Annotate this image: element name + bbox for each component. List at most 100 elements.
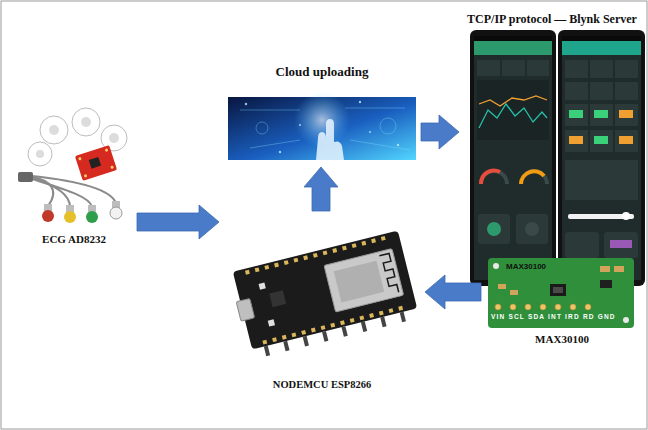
phone-screenshot-part-part xyxy=(590,104,613,126)
nodemcu-board-part xyxy=(334,261,384,303)
nodemcu-board-part-part xyxy=(255,267,260,272)
nodemcu-board-part xyxy=(324,249,404,313)
ecg-sensor-picture xyxy=(18,108,127,223)
phone-screenshot-part-part xyxy=(590,60,613,78)
nodemcu-board-part xyxy=(245,236,403,345)
max30100-board-part-part xyxy=(510,304,516,310)
nodemcu-board-part xyxy=(379,253,398,294)
node-title: TCP/IP protocol — Blynk Server xyxy=(467,12,637,26)
ecg-board xyxy=(75,145,117,181)
phone-screenshot-part xyxy=(477,80,549,140)
phone-screenshot-part xyxy=(562,36,641,280)
max30100-board-part xyxy=(600,266,610,272)
ecg-board-part xyxy=(89,157,101,169)
phone-screenshot-part xyxy=(481,171,507,184)
nodemcu-board-part-part xyxy=(321,325,326,330)
phone-screenshot-part-part xyxy=(615,104,638,126)
phone-screenshot-part xyxy=(516,214,548,244)
max30100-board-part xyxy=(600,280,612,288)
nodemcu-board-part-part xyxy=(352,243,357,248)
hand xyxy=(316,119,344,160)
max30100-board-part xyxy=(495,304,591,310)
nodemcu-board-part-part xyxy=(400,312,406,323)
phone-screenshot-part-part xyxy=(569,136,583,144)
nodemcu-board-part-part xyxy=(311,328,316,333)
nodemcu-board-part-part xyxy=(274,263,279,268)
max30100-board-part-part xyxy=(495,304,501,310)
nodemcu-board-part-part xyxy=(361,241,366,246)
phone-screenshot-part xyxy=(474,41,552,55)
electrode-snap xyxy=(42,201,122,223)
nodemcu-board-part-part xyxy=(359,315,364,320)
phone-screenshot-part-part xyxy=(619,136,633,144)
max30100-board-part xyxy=(550,284,566,296)
phone-screenshot-part-part xyxy=(590,82,613,100)
phone-screenshot-part-part xyxy=(569,110,583,118)
phone-screenshot-part xyxy=(477,60,500,76)
max30100-board-part-part xyxy=(540,304,546,310)
flow-arrow xyxy=(425,275,481,309)
nodemcu-board-part-part xyxy=(369,313,374,318)
phone-screenshot-part xyxy=(569,110,633,144)
phone-screenshot-part-part xyxy=(594,110,608,118)
nodemcu-board-part xyxy=(236,298,254,321)
nodemcu-board-part-part xyxy=(303,336,309,347)
cloud-node: Cloud uploading xyxy=(226,62,418,164)
ecg-cable-part xyxy=(32,178,70,207)
nodemcu-board-part-part xyxy=(371,238,376,243)
cloud-picture-part-part xyxy=(397,144,399,146)
electrode-snap-part xyxy=(42,210,54,222)
pin-names: VIN SCL SDA INT IRD RD GND xyxy=(491,313,616,320)
electrode-pad-part xyxy=(40,116,68,144)
electrode-pad-part xyxy=(49,125,59,135)
electrode-pad-part xyxy=(36,150,44,158)
phone-screenshot-part-part xyxy=(565,60,588,78)
max30100-board-part xyxy=(498,284,506,289)
nodemcu-board-part-part xyxy=(313,253,318,258)
nodemcu-board-part-part xyxy=(350,318,355,323)
phone-screenshot-part xyxy=(474,36,552,280)
chip-name: MAX30100 xyxy=(506,263,546,272)
phone-screenshot-part xyxy=(525,222,539,236)
phone-screenshot-part-part xyxy=(565,104,588,126)
phone-screenshot-part xyxy=(569,110,608,144)
nodemcu-board-part xyxy=(259,282,266,289)
phone-screenshot-part-part xyxy=(590,130,613,152)
cloud-picture xyxy=(228,92,416,160)
node-title: Cloud uploading xyxy=(276,64,369,80)
cloud-picture-part-part xyxy=(299,124,301,126)
phone-screenshot-part-part xyxy=(565,160,638,200)
ecg-cable xyxy=(18,172,116,207)
nodemcu-board-part xyxy=(264,312,406,357)
ecg-board-part xyxy=(78,157,82,161)
phone-screenshot-part xyxy=(481,171,500,184)
phone-screenshot-part xyxy=(565,232,599,258)
phone-screenshot-part-part xyxy=(594,136,608,144)
nodemcu-board-part-part xyxy=(341,326,347,337)
nodemcu-board-part-part xyxy=(332,248,337,253)
cloud-picture-part-part xyxy=(369,131,371,133)
nodemcu-board-part-part xyxy=(323,250,328,255)
max30100-board-part xyxy=(623,317,629,323)
ecg-cable-part xyxy=(18,172,33,182)
phone-screenshot-part xyxy=(562,36,641,41)
max30100-board-part-part xyxy=(525,304,531,310)
nodemcu-board-part-part xyxy=(264,346,270,357)
max30100-board xyxy=(488,258,634,328)
nodemcu-board-part-part xyxy=(303,255,308,260)
max30100-board-part xyxy=(614,266,624,272)
phone-screenshot-part xyxy=(470,30,556,286)
phone-screenshot-part xyxy=(479,104,547,128)
nodemcu-board-part-part xyxy=(398,306,403,311)
ecg-board-part xyxy=(110,165,114,169)
nodemcu-board-part-part xyxy=(340,320,345,325)
nodemcu-board-part-part xyxy=(292,332,297,337)
max30100-board-part xyxy=(510,290,518,295)
max30100-board-part-part xyxy=(585,304,591,310)
nodemcu-board-part-part xyxy=(284,260,289,265)
nodemcu-board-part-part xyxy=(264,265,269,270)
nodemcu-board-part-part xyxy=(301,330,306,335)
nodemcu-board-part-part xyxy=(283,341,289,352)
